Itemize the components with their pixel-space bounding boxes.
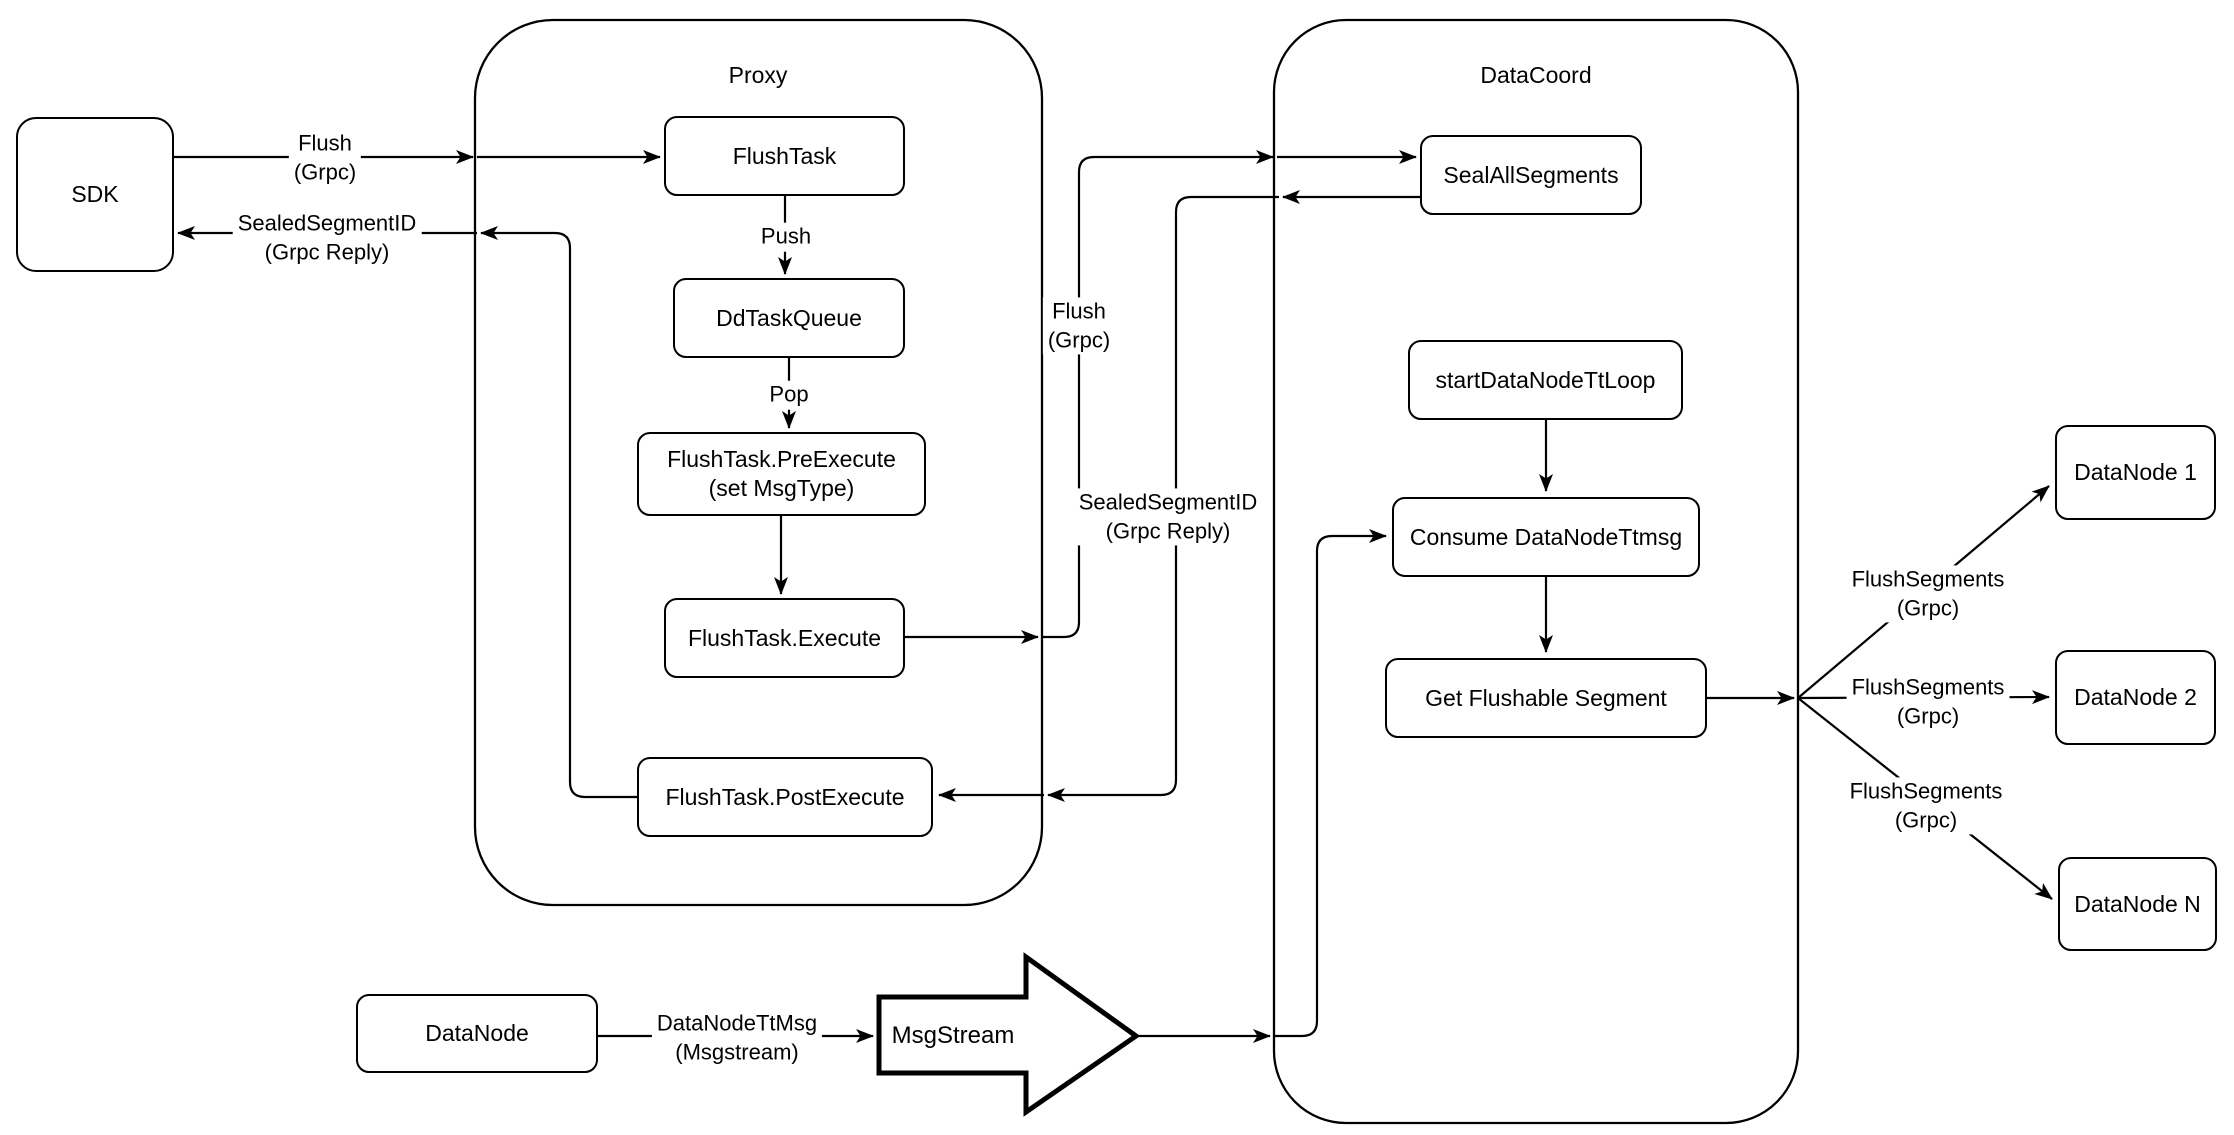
edge-flush-grpc (905, 150, 1417, 644)
label-sealedsegmentid-sdk-l2: (Grpc Reply) (264, 239, 390, 264)
datacoord-container (1272, 18, 1800, 1125)
label-flush-grpc-mid-l2: (Grpc) (1047, 327, 1111, 352)
proxy-title: Proxy (728, 62, 788, 88)
label-sealedsegmentid-mid-l1: SealedSegmentID (1078, 489, 1258, 515)
label-flushsegments-1-l2: (Grpc) (1896, 595, 1960, 620)
node-sdk: SDK (16, 117, 174, 272)
node-datanode: DataNode (356, 994, 598, 1073)
node-preexecute-line1: FlushTask.PreExecute (667, 446, 896, 473)
label-datanodettmsg-l2: (Msgstream) (675, 1039, 799, 1064)
node-execute: FlushTask.Execute (664, 598, 905, 678)
node-startdatanodettloop: startDataNodeTtLoop (1408, 340, 1683, 420)
label-flushsegments-2-l1: FlushSegments (1851, 674, 2005, 700)
edge-msgstream-consume (1136, 529, 1387, 1043)
node-datanode-2: DataNode 2 (2055, 650, 2216, 745)
proxy-container (473, 18, 1044, 907)
node-preexecute: FlushTask.PreExecute (set MsgType) (637, 432, 926, 516)
label-flush-grpc-sdk-l2: (Grpc) (293, 159, 357, 184)
msgstream-label: MsgStream (891, 1022, 1015, 1049)
label-flushsegments-2: FlushSegments (Grpc) (1846, 673, 2010, 731)
node-get-flushable-segment: Get Flushable Segment (1385, 658, 1707, 738)
edge-reply-to-sdk (177, 226, 637, 799)
label-datanodettmsg: DataNodeTtMsg (Msgstream) (651, 1009, 823, 1067)
label-flushsegments-3-l1: FlushSegments (1849, 778, 2003, 804)
node-postexecute: FlushTask.PostExecute (637, 757, 933, 837)
label-flushsegments-2-l2: (Grpc) (1896, 703, 1960, 728)
label-datanodettmsg-l1: DataNodeTtMsg (656, 1010, 818, 1036)
node-consume-datanodettmsg: Consume DataNodeTtmsg (1392, 497, 1700, 577)
msgstream-shape (876, 952, 1141, 1117)
label-sealedsegmentid-mid-l2: (Grpc Reply) (1105, 518, 1231, 543)
node-sealallsegments: SealAllSegments (1420, 135, 1642, 215)
label-flushsegments-1-l1: FlushSegments (1851, 566, 2005, 592)
label-flushsegments-3: FlushSegments (Grpc) (1844, 777, 2008, 835)
node-ddtaskqueue: DdTaskQueue (673, 278, 905, 358)
node-datanode-n: DataNode N (2058, 857, 2217, 951)
label-flush-grpc-sdk-l1: Flush (298, 130, 352, 156)
label-sealedsegmentid-sdk: SealedSegmentID (Grpc Reply) (232, 209, 422, 267)
label-flushsegments-3-l2: (Grpc) (1894, 807, 1958, 832)
label-flushsegments-1: FlushSegments (Grpc) (1846, 565, 2010, 623)
label-push: Push (753, 222, 819, 252)
node-datanode-1: DataNode 1 (2055, 425, 2216, 520)
label-flush-grpc-mid: Flush (Grpc) (1042, 297, 1116, 355)
node-flushtask: FlushTask (664, 116, 905, 196)
node-preexecute-line2: (set MsgType) (708, 475, 855, 501)
label-flush-grpc-sdk: Flush (Grpc) (288, 129, 362, 187)
datacoord-title: DataCoord (1480, 62, 1592, 88)
label-sealedsegmentid-sdk-l1: SealedSegmentID (237, 210, 417, 236)
label-pop: Pop (762, 380, 816, 410)
label-flush-grpc-mid-l1: Flush (1052, 298, 1106, 324)
label-sealedsegmentid-mid: SealedSegmentID (Grpc Reply) (1073, 488, 1263, 546)
